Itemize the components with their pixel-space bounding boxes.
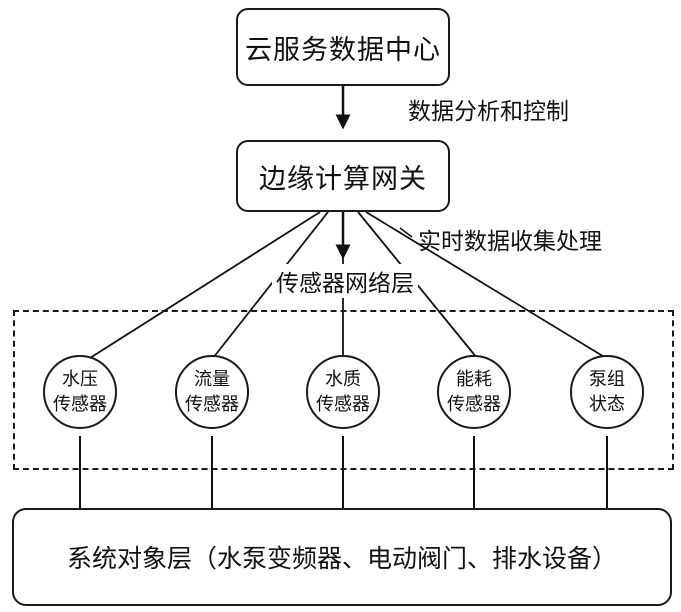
sensor-5-line2: 状态: [589, 394, 625, 415]
cloud-node-label: 云服务数据中心: [245, 34, 441, 66]
gateway-node-label: 边缘计算网关: [259, 163, 427, 195]
sensor-4-line2: 传感器: [447, 394, 501, 415]
system-node-label: 系统对象层（水泵变频器、电动阀门、排水设备）: [66, 544, 617, 573]
sensor-5-line1: 泵组: [589, 369, 625, 390]
system-object-layer-node: 系统对象层（水泵变频器、电动阀门、排水设备）: [12, 508, 672, 606]
sensor-layer-group: [13, 310, 674, 470]
edge-gateway-node: 边缘计算网关: [236, 140, 450, 212]
line-to-sensor-2: [212, 211, 329, 359]
sensor-1-line1: 水压: [62, 369, 98, 390]
sensor-3-line2: 传感器: [316, 394, 370, 415]
sensor-3-line1: 水质: [325, 369, 361, 390]
sensor-4-line1: 能耗: [456, 369, 492, 390]
flow-sensor-node: 流量 传感器: [175, 355, 249, 429]
annotation-leader: [399, 227, 413, 238]
gateway-sensors-edge-label: 实时数据收集处理: [418, 229, 602, 255]
sensor-layer-label: 传感器网络层: [272, 264, 418, 298]
sensor-2-line1: 流量: [194, 369, 230, 390]
cloud-gateway-edge-label: 数据分析和控制: [408, 99, 569, 125]
cloud-data-center-node: 云服务数据中心: [236, 8, 450, 86]
sensor-1-line2: 传感器: [53, 394, 107, 415]
sensor-2-line2: 传感器: [185, 394, 239, 415]
water-pressure-sensor-node: 水压 传感器: [43, 355, 117, 429]
line-to-sensor-1: [89, 211, 321, 359]
pump-status-node: 泵组 状态: [570, 355, 644, 429]
energy-sensor-node: 能耗 传感器: [437, 355, 511, 429]
line-to-sensor-5: [365, 211, 607, 359]
water-quality-sensor-node: 水质 传感器: [306, 355, 380, 429]
